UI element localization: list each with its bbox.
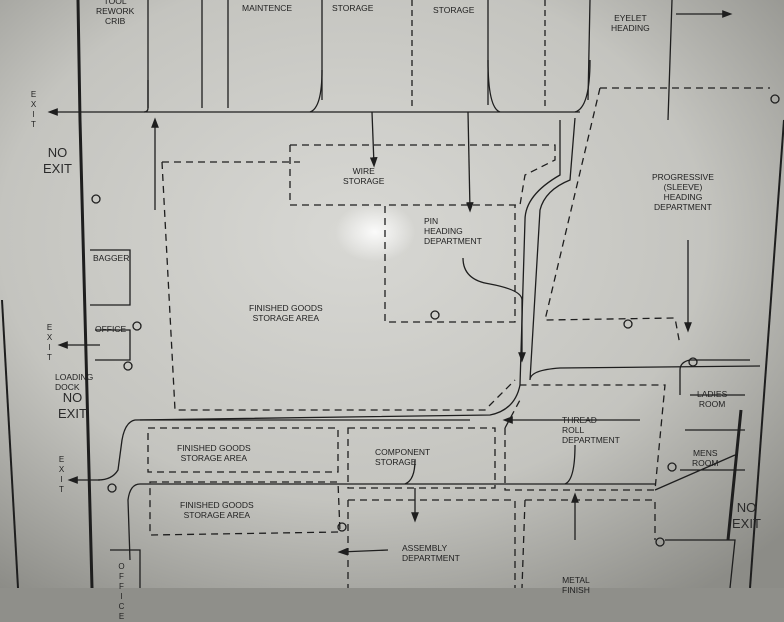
room-finished-goods-main: FINISHED GOODS STORAGE AREA: [249, 303, 323, 323]
room-thread-roll: THREAD ROLL DEPARTMENT: [562, 415, 620, 445]
room-assembly: ASSEMBLY DEPARTMENT: [402, 543, 460, 563]
room-finished-goods-1: FINISHED GOODS STORAGE AREA: [177, 443, 251, 463]
room-office-bottom: OFFICE: [117, 562, 126, 622]
room-equip-storage: STORAGE: [433, 5, 475, 15]
room-mens: MENS ROOM: [692, 448, 719, 468]
room-bagger: BAGGER: [93, 253, 130, 263]
room-office: OFFICE: [95, 324, 127, 334]
no-exit-label-mid: NO EXIT: [58, 390, 87, 421]
room-pin-heading: PIN HEADING DEPARTMENT: [424, 216, 482, 246]
room-wire-storage: WIRE STORAGE: [343, 166, 385, 186]
floor-plan: [0, 0, 784, 588]
room-maintence: MAINTENCE: [242, 3, 293, 13]
exit-label-top: EXIT: [29, 90, 38, 130]
no-exit-label-top: NO EXIT: [43, 145, 72, 176]
room-finished-goods-2: FINISHED GOODS STORAGE AREA: [180, 500, 254, 520]
room-progressive-heading: PROGRESSIVE (SLEEVE) HEADING DEPARTMENT: [652, 172, 714, 212]
exit-label-mid: EXIT: [45, 323, 54, 363]
room-component-storage: COMPONENT STORAGE: [375, 447, 431, 467]
exit-label-bottom: EXIT: [57, 455, 66, 495]
room-tool-rework-crib: TOOL REWORK CRIB: [96, 0, 135, 26]
loading-dock-label: LOADING DOCK: [55, 372, 94, 392]
room-ladies: LADIES ROOM: [697, 389, 728, 409]
room-metal-finish: METAL FINISH: [562, 575, 590, 595]
room-storage-top: STORAGE: [332, 3, 374, 13]
room-eyelet-heading: EYELET HEADING: [611, 13, 650, 33]
no-exit-label-right: NO EXIT: [732, 500, 761, 531]
